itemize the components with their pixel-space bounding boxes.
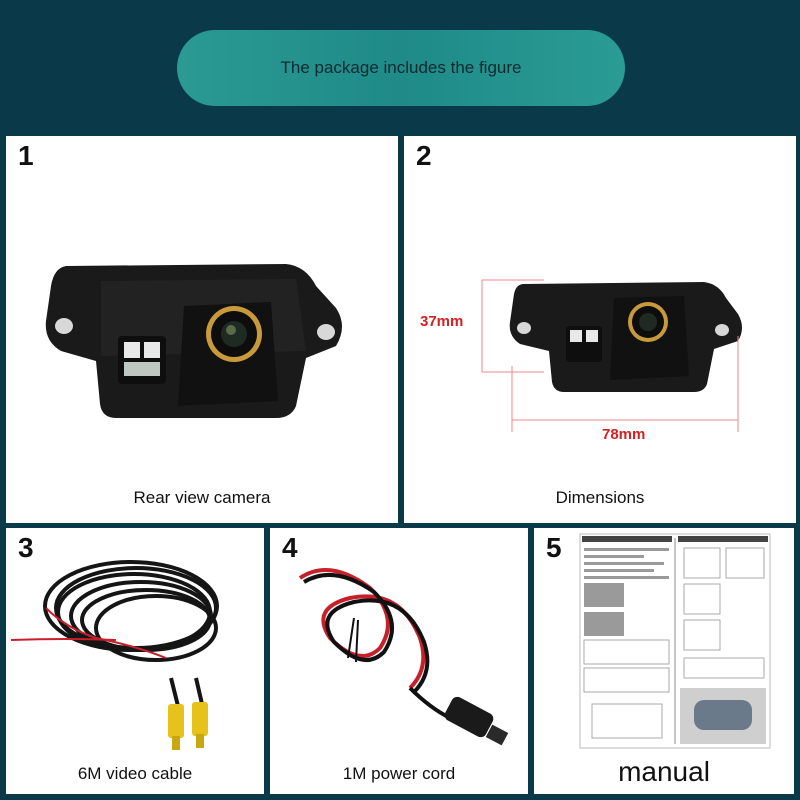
caption-dimensions: Dimensions — [555, 488, 645, 507]
video-cable-image — [10, 560, 219, 750]
caption-power-cord: 1M power cord — [342, 764, 456, 783]
panel-number: 2 — [416, 140, 432, 171]
header-banner: The package includes the figure — [177, 30, 625, 106]
banner-text: The package includes the figure — [280, 58, 522, 77]
panel-video-cable: 3 6M video cable — [6, 528, 264, 794]
caption-manual: manual — [618, 756, 710, 787]
rear-camera-image — [45, 264, 342, 418]
panel-power-cord: 4 1M power cord — [270, 528, 528, 794]
panel-number: 5 — [546, 532, 562, 563]
panel-number: 3 — [18, 532, 34, 563]
caption-camera: Rear view camera — [133, 488, 271, 507]
panel-number: 4 — [282, 532, 298, 563]
panel-dimensions: 2 37mm 78mm Dimensions — [404, 136, 796, 523]
width-label: 78mm — [602, 426, 646, 443]
panel-number: 1 — [18, 140, 34, 171]
power-cord-image — [298, 568, 509, 746]
caption-video-cable: 6M video cable — [77, 764, 193, 783]
panel-manual: 5 manual — [534, 528, 794, 794]
manual-image — [579, 533, 771, 749]
height-label: 37mm — [420, 313, 464, 330]
dimension-diagram — [481, 279, 742, 432]
panel-camera: 1 Rear view camera — [6, 136, 398, 523]
